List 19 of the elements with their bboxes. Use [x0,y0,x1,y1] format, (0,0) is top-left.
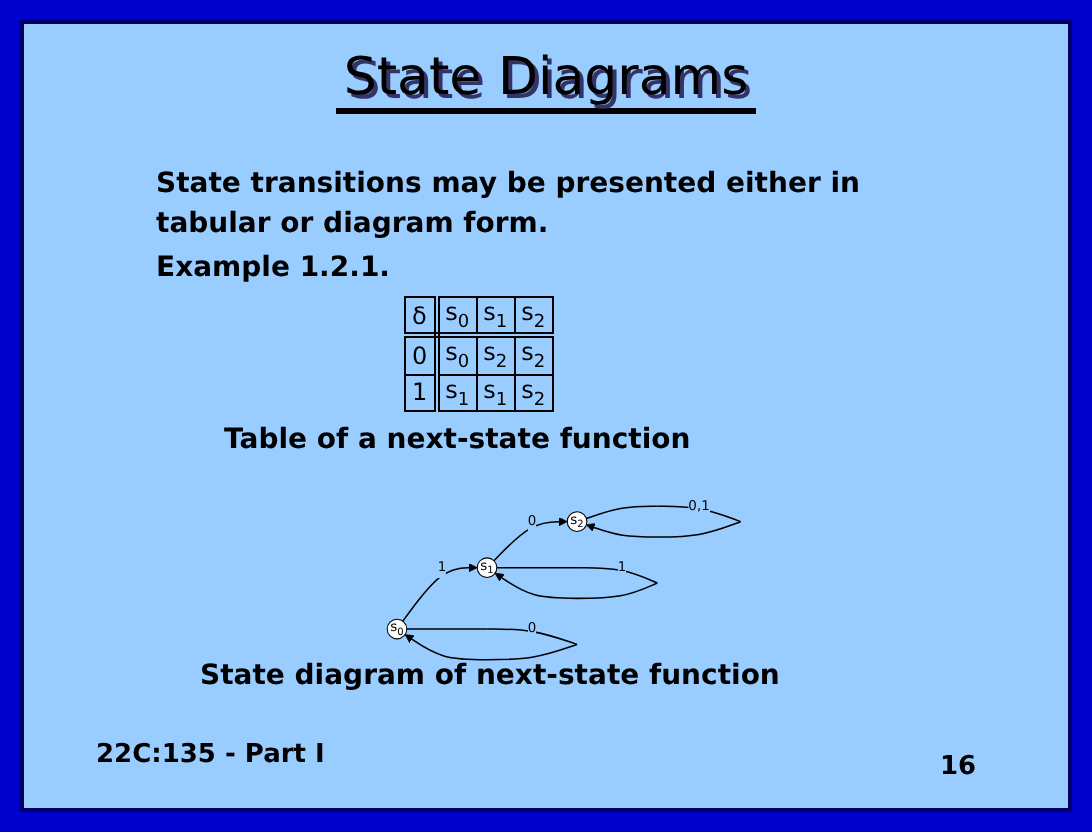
footer-text: 22C:135 - Part I [96,740,325,770]
header-cell: s$_{1}$ [476,297,515,336]
intro-text: State transitions may be presented either in tabular or diagram form. [156,166,862,244]
header-cell: δ [405,297,437,336]
arrow [585,505,742,538]
header-cell: 0 [405,335,437,375]
header-cell: s$_{2}$ [514,297,553,336]
arrow [402,563,478,622]
arrow [493,517,568,562]
arrow [404,628,578,661]
table-cell: s$_{1}$ [436,374,477,412]
example-label: Example 1.2.1. [156,252,390,284]
arrow [494,566,659,600]
header-cell: s$_{0}$ [436,297,477,336]
header-cell: 1 [405,374,437,412]
title: State Diagrams [335,48,757,114]
page-number: 16 [940,752,977,782]
diagram-caption: State diagram of next-state function [200,660,780,692]
table-caption: Table of a next-state function [224,424,691,456]
